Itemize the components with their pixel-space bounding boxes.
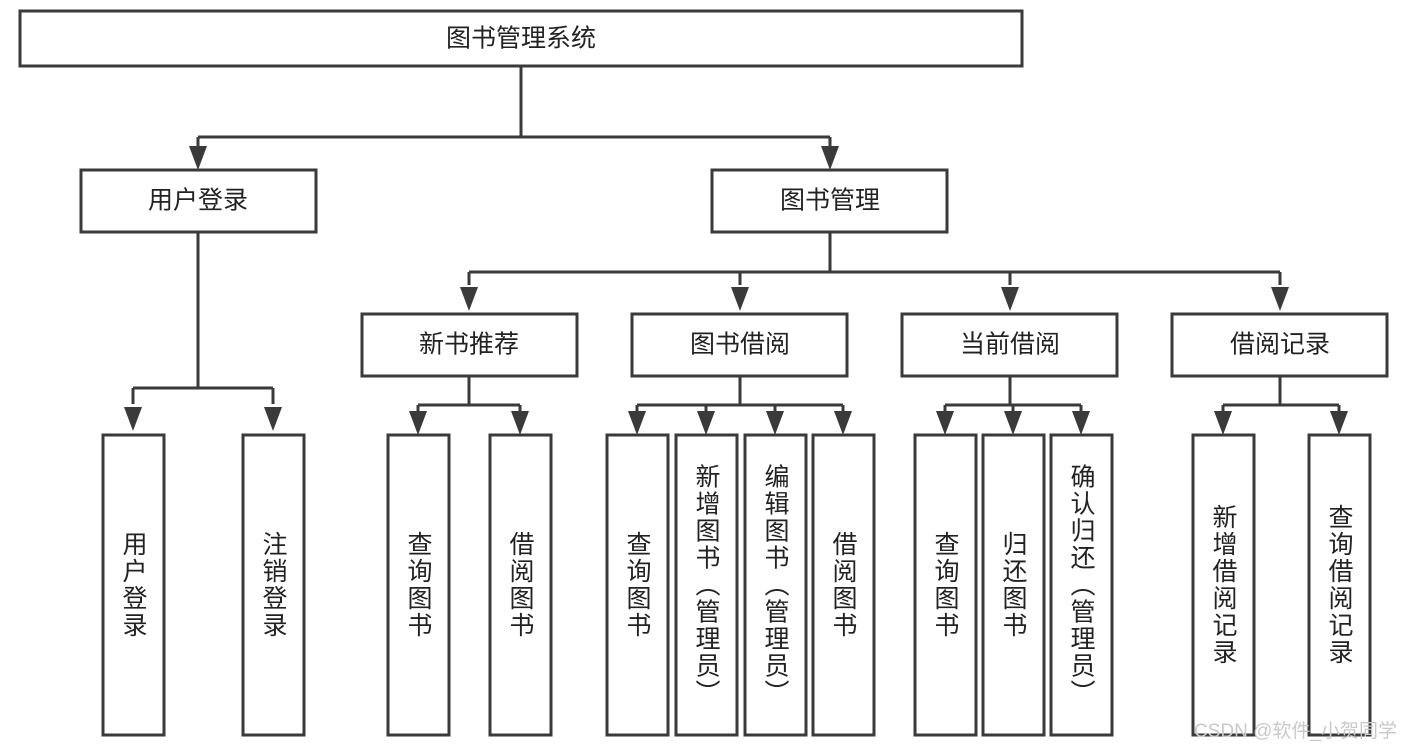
- node-current-borrow-box[interactable]: [900, 312, 1119, 378]
- node-book-borrow-label: 图书借阅: [690, 331, 790, 359]
- node-new-book-recommend-box[interactable]: [360, 312, 579, 378]
- leaf-borrow-do-label: 借阅图书: [829, 531, 858, 639]
- leaf-current-query-box[interactable]: [913, 433, 978, 737]
- leaf-newbook-borrow[interactable]: 借阅图书: [488, 433, 553, 737]
- leaf-borrow-query[interactable]: 查询图书: [605, 433, 670, 737]
- leaf-record-add-label: 新增借阅记录: [1209, 504, 1238, 666]
- leaf-newbook-borrow-box[interactable]: [488, 433, 553, 737]
- node-new-book-recommend-label: 新书推荐: [419, 331, 519, 359]
- leaf-current-confirm-box[interactable]: [1049, 433, 1114, 737]
- arrow-to-logout-leaf: [264, 407, 282, 431]
- arrow-newbook-leaf-2: [511, 411, 529, 435]
- arrow-to-book-manage: [821, 146, 839, 170]
- arrow-newbook-leaf-1: [409, 411, 427, 435]
- node-current-borrow[interactable]: 当前借阅: [900, 312, 1119, 378]
- node-book-management-box[interactable]: [710, 168, 949, 234]
- leaf-borrow-query-label: 查询图书: [623, 531, 652, 639]
- node-book-management-label: 图书管理: [780, 187, 880, 215]
- leaf-record-query-label: 查询借阅记录: [1325, 504, 1354, 666]
- leaf-borrow-edit-box[interactable]: [743, 433, 808, 737]
- node-root-label: 图书管理系统: [446, 25, 596, 53]
- arrow-current-leaf-3: [1072, 411, 1090, 435]
- node-borrow-record[interactable]: 借阅记录: [1170, 312, 1389, 378]
- leaf-borrow-edit[interactable]: 编辑图书（管理员）: [743, 433, 808, 737]
- leaf-logout[interactable]: 注销登录: [241, 433, 306, 737]
- leaf-newbook-query[interactable]: 查询图书: [386, 433, 451, 737]
- leaf-borrow-do-box[interactable]: [811, 433, 876, 737]
- node-root-box[interactable]: [18, 9, 1024, 68]
- leaf-record-add[interactable]: 新增借阅记录: [1191, 433, 1256, 737]
- leaf-borrow-add-box[interactable]: [674, 433, 739, 737]
- leaf-borrow-do[interactable]: 借阅图书: [811, 433, 876, 737]
- leaf-user-login-label: 用户登录: [119, 531, 148, 639]
- arrow-to-book-borrow: [731, 287, 749, 311]
- leaf-user-login[interactable]: 用户登录: [101, 433, 166, 737]
- arrow-record-leaf-2: [1330, 411, 1348, 435]
- node-book-management[interactable]: 图书管理: [710, 168, 949, 234]
- leaf-logout-box[interactable]: [241, 433, 306, 737]
- arrow-to-user-login-leaf: [124, 407, 142, 431]
- leaf-logout-label: 注销登录: [259, 531, 288, 639]
- leaf-current-query[interactable]: 查询图书: [913, 433, 978, 737]
- leaf-newbook-borrow-label: 借阅图书: [506, 531, 535, 639]
- leaf-record-query-box[interactable]: [1307, 433, 1372, 737]
- arrow-borrow-leaf-2: [697, 411, 715, 435]
- node-borrow-record-box[interactable]: [1170, 312, 1389, 378]
- leaf-newbook-query-box[interactable]: [386, 433, 451, 737]
- leaf-current-return-label: 归还图书: [999, 531, 1028, 639]
- leaf-current-confirm[interactable]: 确认归还（管理员）: [1049, 433, 1114, 737]
- node-book-borrow-box[interactable]: [630, 312, 849, 378]
- arrow-borrow-leaf-4: [834, 411, 852, 435]
- leaf-record-query[interactable]: 查询借阅记录: [1307, 433, 1372, 737]
- node-user-login[interactable]: 用户登录: [79, 168, 318, 234]
- leaf-current-return-box[interactable]: [981, 433, 1046, 737]
- arrow-current-leaf-2: [1004, 411, 1022, 435]
- leaf-borrow-edit-label: 编辑图书（管理员）: [761, 464, 790, 707]
- leaf-current-confirm-label: 确认归还（管理员）: [1067, 464, 1096, 707]
- leaf-current-query-label: 查询图书: [931, 531, 960, 639]
- arrow-borrow-leaf-1: [628, 411, 646, 435]
- node-user-login-box[interactable]: [79, 168, 318, 234]
- node-user-login-label: 用户登录: [148, 187, 248, 215]
- leaf-user-login-box[interactable]: [101, 433, 166, 737]
- arrow-current-leaf-1: [936, 411, 954, 435]
- node-new-book-recommend[interactable]: 新书推荐: [360, 312, 579, 378]
- arrow-to-user-login: [189, 146, 207, 170]
- leaf-borrow-add[interactable]: 新增图书（管理员）: [674, 433, 739, 737]
- leaf-current-return[interactable]: 归还图书: [981, 433, 1046, 737]
- node-root-system[interactable]: 图书管理系统: [18, 9, 1024, 68]
- csdn-watermark: CSDN @软件_小贺同学: [1194, 721, 1397, 742]
- arrow-record-leaf-1: [1214, 411, 1232, 435]
- leaf-borrow-query-box[interactable]: [605, 433, 670, 737]
- leaf-borrow-add-label: 新增图书（管理员）: [692, 464, 721, 707]
- arrow-to-current-borrow: [1001, 287, 1019, 311]
- leaf-record-add-box[interactable]: [1191, 433, 1256, 737]
- node-book-borrow[interactable]: 图书借阅: [630, 312, 849, 378]
- node-current-borrow-label: 当前借阅: [960, 331, 1060, 359]
- arrow-to-borrow-record: [1271, 287, 1289, 311]
- connector-layer: [124, 66, 1348, 435]
- leaf-newbook-query-label: 查询图书: [404, 531, 433, 639]
- node-borrow-record-label: 借阅记录: [1230, 331, 1330, 359]
- arrow-to-new-book: [460, 287, 478, 311]
- arrow-borrow-leaf-3: [766, 411, 784, 435]
